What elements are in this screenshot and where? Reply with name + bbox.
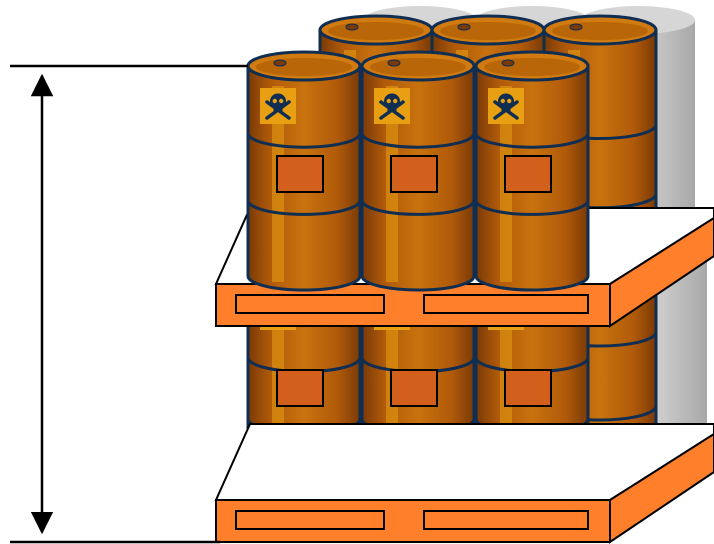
height-dimension bbox=[10, 64, 248, 544]
pallet-slot-left bbox=[235, 294, 385, 314]
barrel bbox=[474, 50, 590, 292]
barrel-hoop bbox=[360, 200, 476, 216]
barrel bbox=[246, 50, 362, 292]
barrel-lid-inner bbox=[370, 58, 466, 76]
barrel-bung bbox=[345, 23, 359, 31]
barrel-lid-inner bbox=[256, 58, 352, 76]
barrel-label-box bbox=[390, 155, 438, 193]
barrel-hoop bbox=[246, 200, 362, 216]
barrel-hoop bbox=[474, 200, 590, 216]
barrel-bung bbox=[273, 59, 287, 67]
barrel-label-box bbox=[504, 155, 552, 193]
bottom-pallet-body bbox=[214, 423, 714, 544]
barrel-lid-inner bbox=[440, 22, 536, 40]
bottom-pallet bbox=[214, 423, 714, 544]
barrel-bung bbox=[501, 59, 515, 67]
barrel-bung bbox=[569, 23, 583, 31]
barrel-label-box bbox=[390, 369, 438, 407]
barrel-lid-inner bbox=[484, 58, 580, 76]
barrel-hoop bbox=[474, 132, 590, 149]
barrel-lid-inner bbox=[552, 22, 648, 40]
skull-crossbones-icon bbox=[379, 93, 405, 120]
barrel bbox=[360, 50, 476, 292]
barrel-label-box bbox=[276, 369, 324, 407]
pallet-slot-right bbox=[423, 510, 589, 530]
barrel-label-box bbox=[504, 369, 552, 407]
skull-crossbones-icon bbox=[493, 93, 519, 120]
pallet-slot-right bbox=[423, 294, 589, 314]
barrel-lid-inner bbox=[328, 22, 424, 40]
barrel-bung bbox=[457, 23, 471, 31]
barrel-hoop bbox=[360, 132, 476, 149]
upper-front-barrels bbox=[246, 50, 590, 292]
barrel-label-box bbox=[276, 155, 324, 193]
barrel-hoop bbox=[246, 132, 362, 149]
pallet-slot-left bbox=[235, 510, 385, 530]
barrel-bung bbox=[387, 59, 401, 67]
skull-crossbones-icon bbox=[265, 93, 291, 120]
